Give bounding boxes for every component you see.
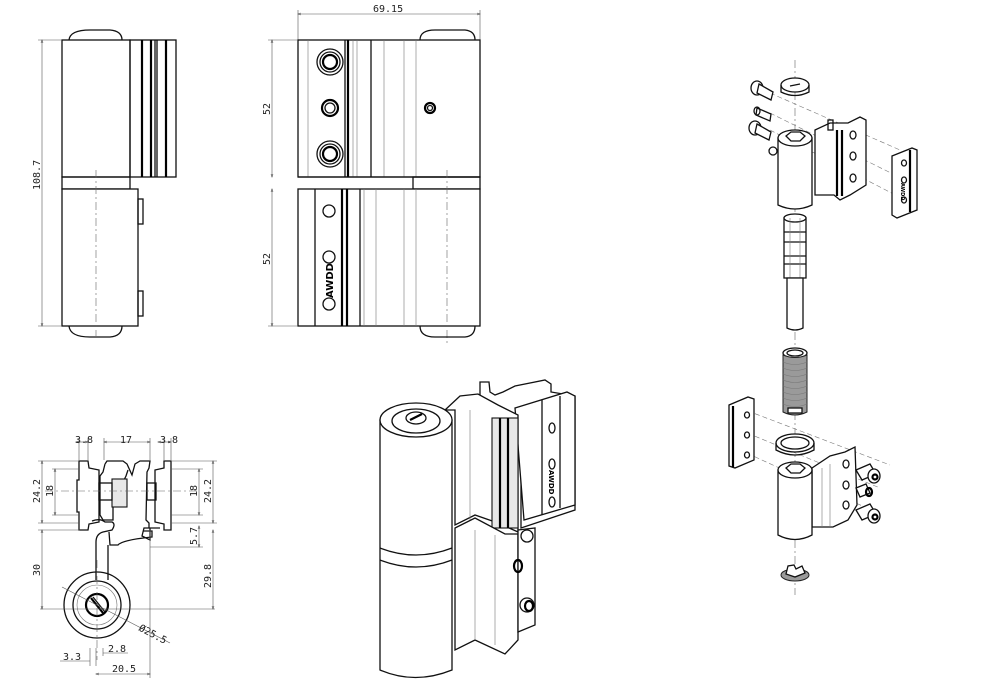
dim-inner-height-right: 18 [189, 485, 200, 497]
dim-right-leaf: 3.8 [160, 435, 178, 446]
dim-pin-offset-left: 3.3 [63, 652, 81, 663]
brand-mark-isometric: AWDD [547, 470, 555, 495]
dim-arm-height: 30 [32, 564, 43, 576]
hole-icon [322, 250, 336, 264]
pin-shaft [783, 213, 807, 331]
set-screw-icon [423, 101, 437, 115]
dim-offset-small: 5.7 [189, 527, 200, 545]
dim-barrel-to-leaf: 20.5 [112, 664, 136, 675]
dim-inner-height-left: 18 [45, 485, 56, 497]
pin-icon [855, 483, 874, 498]
front-width-dimension: 69.15 [373, 4, 403, 15]
screw-icon [748, 120, 772, 141]
screw-icon [750, 80, 774, 101]
pin-icon [753, 106, 772, 122]
cap-icon [780, 77, 810, 97]
screw-icon [855, 503, 881, 524]
top-section-view: 3.8 17 3.8 24.2 18 18 24.2 30 5.7 29.8 Ø… [32, 435, 217, 678]
isometric-view: AWDD [379, 379, 576, 679]
side-height-dimension: 108.7 [32, 160, 43, 190]
dim-barrel-diameter: Ø25.5 [137, 622, 169, 647]
dim-offset-vertical: 29.8 [203, 564, 214, 588]
screw-icon [316, 140, 344, 168]
dim-outer-height-right: 24.2 [203, 479, 214, 503]
spring-sleeve [782, 347, 808, 416]
dim-middle-gap: 17 [120, 435, 132, 446]
front-view: 69.15 [262, 4, 481, 345]
bottom-cap-icon [780, 564, 810, 582]
screw-icon [320, 98, 340, 118]
hole-icon [322, 297, 336, 311]
brand-mark-front: AWDD [325, 263, 336, 298]
dim-pin-width: 2.8 [108, 644, 126, 655]
screw-icon [316, 48, 344, 76]
side-view: 108.7 [32, 29, 177, 338]
lower-leaf-height-dimension: 52 [262, 253, 273, 265]
bushing-ring [775, 433, 815, 456]
exploded-view: AWDD [728, 60, 918, 595]
brand-mark-exploded: AWDD [899, 183, 905, 200]
dim-left-leaf: 3.8 [75, 435, 93, 446]
upper-leaf-height-dimension: 52 [262, 103, 273, 115]
screw-icon [855, 463, 881, 484]
hole-icon [322, 204, 336, 218]
dim-outer-height-left: 24.2 [32, 479, 43, 503]
